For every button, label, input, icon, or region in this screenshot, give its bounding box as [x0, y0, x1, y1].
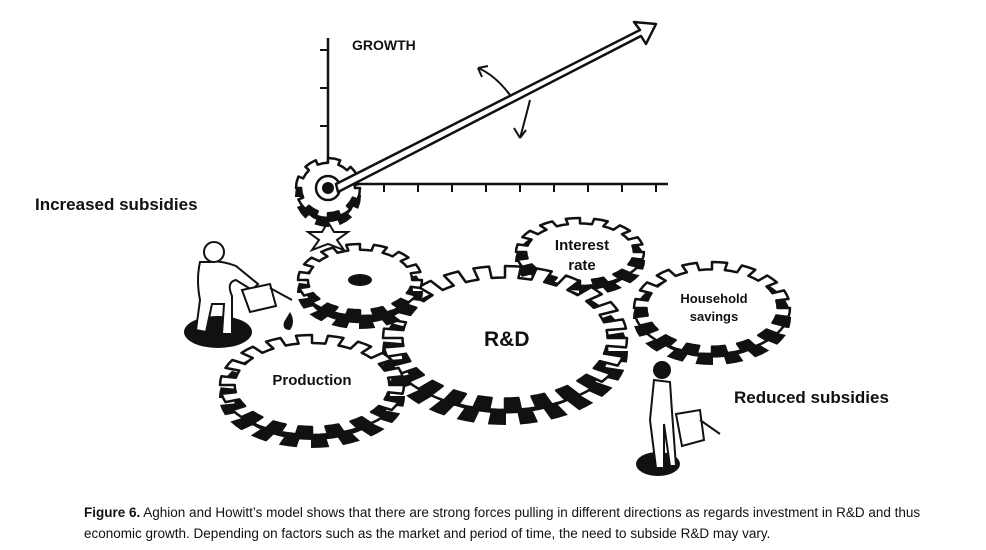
interest-rate-line2: rate: [568, 257, 596, 274]
watering-can-left: [240, 282, 293, 314]
increased-subsidies-label: Increased subsidies: [35, 195, 198, 214]
rotate-up-arrowhead: [477, 65, 489, 78]
interest-rate-line1: Interest: [554, 237, 610, 254]
reduced-subsidies-label: Reduced subsidies: [734, 388, 889, 407]
small-dark-gear-hole: [348, 274, 372, 286]
household-line1: Household: [680, 291, 748, 306]
watering-can-right: [674, 408, 721, 448]
production-gear: [218, 333, 406, 437]
growth-arrow: [334, 20, 658, 194]
person-left-head: [203, 241, 225, 263]
person-right-head: [653, 361, 671, 379]
figure-caption: Figure 6. Aghion and Howitt’s model show…: [84, 502, 964, 544]
production-gear-label: Production: [272, 372, 352, 389]
rotate-up-arrow: [477, 67, 511, 96]
rnd-gear-label: R&D: [484, 328, 530, 351]
rotate-down-arrowhead: [513, 127, 527, 139]
figure-number: Figure 6.: [84, 505, 141, 520]
interest-rate-gear: [514, 216, 646, 288]
household-savings-gear: [632, 260, 792, 356]
hole-left: [184, 316, 252, 348]
interest-rate-gear-label: Interest rate: [540, 236, 624, 276]
rnd-gear: [381, 264, 629, 412]
water-drop: [283, 312, 293, 330]
rotate-down-arrow: [519, 99, 531, 139]
household-line2: savings: [689, 309, 739, 324]
person-right: [648, 378, 678, 469]
growth-axis-label: GROWTH: [352, 37, 416, 53]
household-savings-gear-label: Household savings: [664, 290, 764, 326]
star-connector: [304, 220, 352, 253]
top-gear-hole: [322, 182, 334, 194]
person-left: [194, 260, 260, 335]
caption-text: Aghion and Howitt’s model shows that the…: [84, 505, 921, 541]
